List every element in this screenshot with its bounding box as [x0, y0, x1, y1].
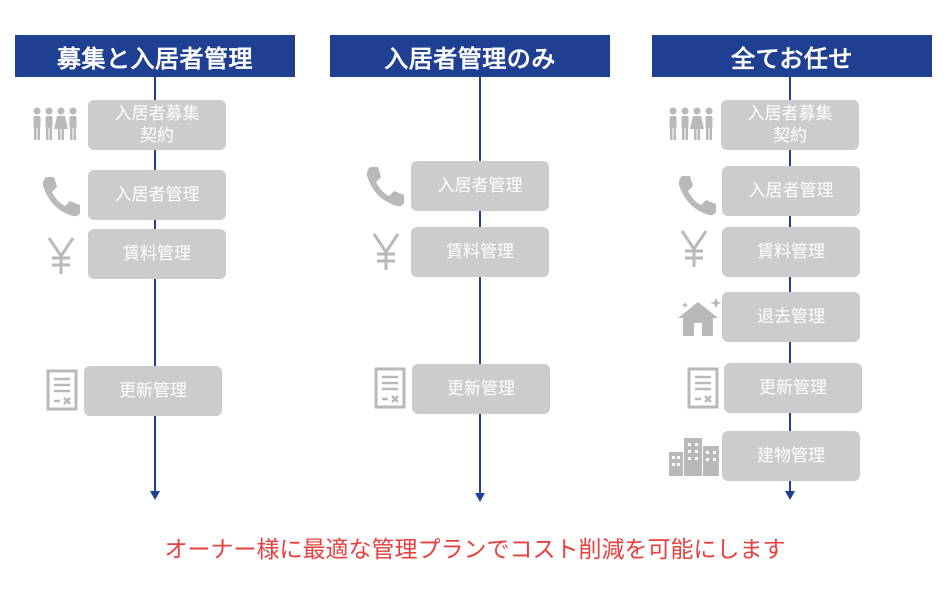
column-1-arrowhead [150, 491, 160, 500]
column-2-timeline [479, 77, 481, 494]
column-3-arrowhead [785, 491, 795, 500]
document-icon [374, 367, 408, 413]
yen-icon [46, 236, 76, 280]
step-box-tenant-management: 入居者管理 [722, 166, 860, 216]
building-icon [669, 434, 721, 480]
column-3-header: 全てお任せ [652, 35, 932, 77]
footer-message: オーナー様に最適な管理プランでコスト削減を可能にします [164, 537, 786, 563]
step-box-renewal-management: 更新管理 [412, 364, 550, 414]
step-box-rent-management: 賃料管理 [88, 229, 226, 279]
document-icon [687, 367, 721, 413]
document-icon [46, 369, 80, 415]
column-1-timeline [154, 77, 156, 492]
step-box-renewal-management: 更新管理 [724, 363, 862, 413]
step-box-rent-management: 賃料管理 [411, 227, 549, 277]
step-box-recruitment-contract: 入居者募集 契約 [721, 100, 859, 150]
step-box-tenant-management: 入居者管理 [411, 161, 549, 211]
yen-icon [371, 232, 401, 276]
step-box-tenant-management: 入居者管理 [88, 170, 226, 220]
step-box-building-management: 建物管理 [722, 431, 860, 481]
column-3-timeline [789, 77, 791, 492]
step-box-rent-management: 賃料管理 [722, 227, 860, 277]
phone-icon [674, 173, 718, 221]
people-icon [30, 106, 80, 146]
people-icon [666, 106, 716, 146]
column-2-arrowhead [475, 493, 485, 502]
column-2-header: 入居者管理のみ [330, 35, 610, 77]
step-box-move-out-management: 退去管理 [722, 292, 860, 342]
step-box-recruitment-contract: 入居者募集 契約 [88, 100, 226, 150]
step-box-renewal-management: 更新管理 [84, 366, 222, 416]
column-1-header: 募集と入居者管理 [15, 35, 295, 77]
phone-icon [362, 164, 406, 212]
yen-icon [679, 229, 709, 273]
phone-icon [38, 174, 82, 222]
house-icon [676, 298, 722, 342]
